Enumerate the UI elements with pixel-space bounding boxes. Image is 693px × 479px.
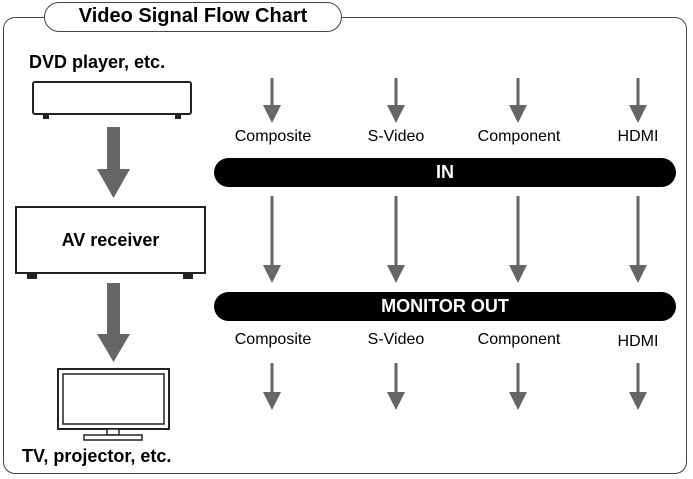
signal-arrow-into-source-hdmi (629, 78, 647, 123)
signal-arrow-into-source-composite (263, 78, 281, 123)
av-receiver-icon (15, 206, 206, 279)
signal-arrow-into-source-s-video (387, 78, 405, 123)
signal-arrow-out-of-monitor-out-composite (263, 363, 281, 410)
signal-arrow-into-monitor-out-s-video (387, 196, 405, 283)
monitor-out-bar: MONITOR OUT (214, 292, 676, 321)
source-to-receiver-arrow (97, 127, 130, 198)
chart-frame (3, 17, 687, 474)
output-signal-composite: Composite (234, 331, 312, 348)
receiver-device-label: AV receiver (61, 230, 160, 250)
signal-arrow-into-monitor-out-composite (263, 196, 281, 283)
display-device-label: TV, projector, etc. (22, 446, 172, 466)
output-signal-s-video: S-Video (367, 331, 425, 348)
input-signal-s-video: S-Video (367, 128, 425, 145)
input-signal-composite: Composite (234, 128, 312, 145)
signal-arrow-into-source-component (509, 78, 527, 123)
chart-title: Video Signal Flow Chart (44, 2, 342, 32)
signal-arrow-out-of-monitor-out-hdmi (629, 363, 647, 410)
signal-arrow-into-monitor-out-component (509, 196, 527, 283)
tv-icon (57, 368, 170, 441)
output-signal-component: Component (477, 331, 561, 348)
signal-arrows (263, 78, 647, 410)
source-device-label: DVD player, etc. (29, 52, 166, 72)
signal-arrow-into-monitor-out-hdmi (629, 196, 647, 283)
signal-arrow-out-of-monitor-out-s-video (387, 363, 405, 410)
output-signal-hdmi: HDMI (617, 333, 659, 350)
dvd-player-icon (32, 81, 192, 119)
signal-arrow-out-of-monitor-out-component (509, 363, 527, 410)
input-signal-hdmi: HDMI (617, 128, 659, 145)
input-signal-component: Component (477, 128, 561, 145)
input-bar: IN (214, 158, 676, 187)
receiver-to-display-arrow (97, 283, 130, 362)
